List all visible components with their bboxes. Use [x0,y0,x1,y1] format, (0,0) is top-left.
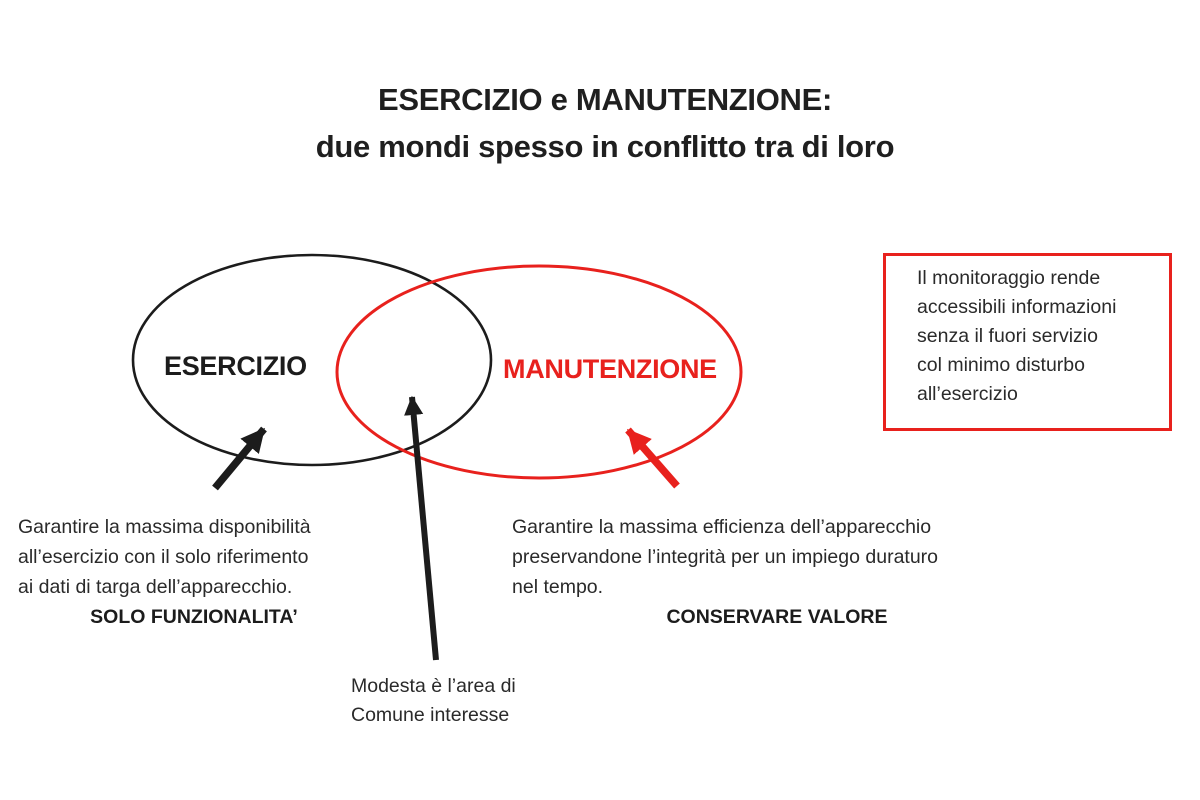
monitoring-note-box: Il monitoraggio rende accessibili inform… [883,253,1172,431]
esercizio-ellipse [131,253,493,467]
manutenzione-description: Garantire la massima efficienza dell’app… [512,512,1042,632]
arrow-to-overlap [404,395,439,661]
note-box-line: accessibili informazioni [917,296,1117,318]
overlap-description: Modesta è l’area di Comune interesse [351,672,516,730]
page-title: ESERCIZIO e MANUTENZIONE: due mondi spes… [0,76,1200,170]
arrow-to-esercizio [212,426,267,491]
manutenzione-description-line: Garantire la massima efficienza dell’app… [512,516,932,538]
title-line-1: ESERCIZIO e MANUTENZIONE: [377,82,833,117]
esercizio-description-line: ai dati di targa dell’apparecchio. [18,576,293,598]
note-box-line: col minimo disturbo [917,354,1085,376]
manutenzione-description-line: nel tempo. [512,576,604,598]
esercizio-label: ESERCIZIO [164,351,307,381]
title-line-2: due mondi spesso in conflitto tra di lor… [315,129,895,164]
manutenzione-label: MANUTENZIONE [503,354,717,384]
esercizio-description-line: Garantire la massima disponibilità [18,516,311,538]
note-box-line: Il monitoraggio rende [917,267,1101,289]
manutenzione-emphasis: CONSERVARE VALORE [666,606,888,628]
esercizio-description: Garantire la massima disponibilità all’e… [18,512,370,632]
overlap-description-line: Modesta è l’area di [351,675,516,697]
manutenzione-ellipse [335,264,743,480]
esercizio-description-line: all’esercizio con il solo riferimento [18,546,309,568]
overlap-description-line: Comune interesse [351,704,510,726]
note-box-line: senza il fuori servizio [917,325,1098,347]
note-box-line: all’esercizio [917,383,1018,405]
esercizio-emphasis: SOLO FUNZIONALITA’ [90,606,298,628]
manutenzione-description-line: preservandone l’integrità per un impiego… [512,546,939,568]
arrow-to-manutenzione [625,427,680,489]
